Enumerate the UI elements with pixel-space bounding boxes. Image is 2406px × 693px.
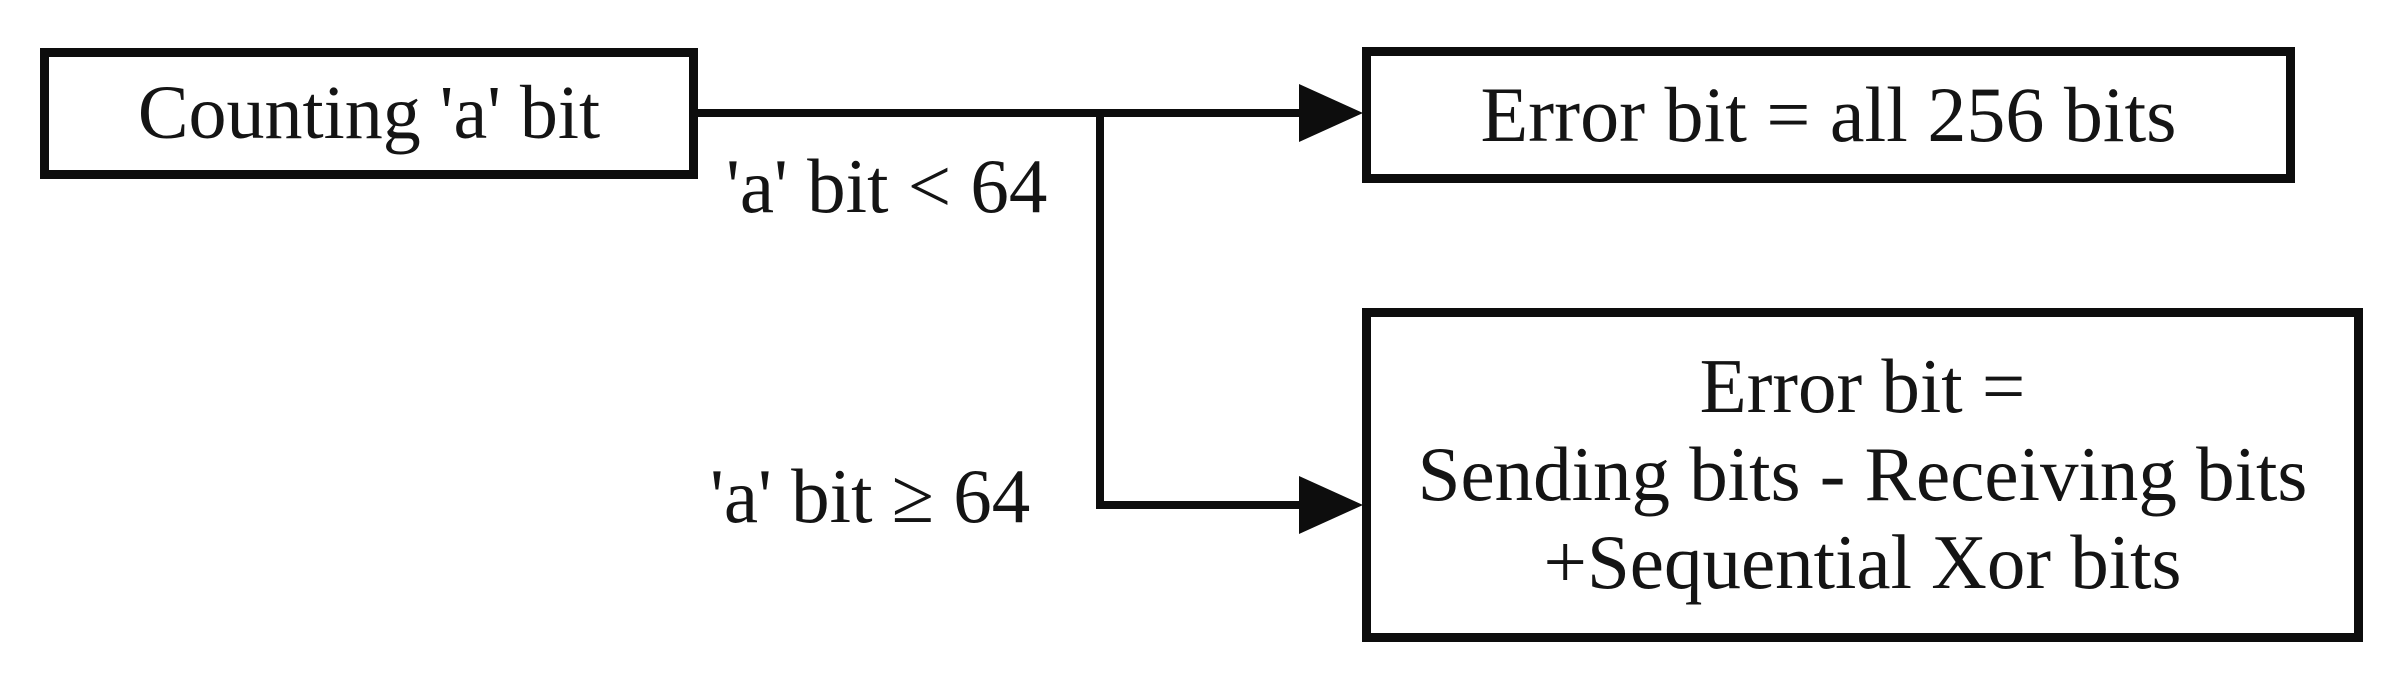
node-counting-a-bit: Counting 'a' bit [40, 48, 698, 179]
edge-label-ge-64: 'a' bit ≥ 64 [710, 453, 1031, 539]
node-error-bit-all-256: Error bit = all 256 bits [1362, 47, 2295, 183]
edge-line-lt-64 [698, 109, 1303, 117]
node-error-bit-formula-line-3: +Sequential Xor bits [1543, 518, 2182, 605]
node-error-bit-formula-line-2: Sending bits - Receiving bits [1417, 431, 2308, 518]
edge-label-lt-64: 'a' bit < 64 [726, 143, 1048, 229]
node-error-bit-formula: Error bit = Sending bits - Receiving bit… [1362, 308, 2363, 642]
node-error-bit-all-256-label: Error bit = all 256 bits [1480, 71, 2177, 158]
node-counting-a-bit-label: Counting 'a' bit [137, 71, 601, 155]
arrowhead-right-icon [1299, 84, 1363, 142]
node-error-bit-formula-line-1: Error bit = [1699, 343, 2026, 430]
arrowhead-right-icon [1299, 476, 1363, 534]
edge-branch-vertical-line [1096, 109, 1104, 509]
edge-line-ge-64 [1096, 501, 1303, 509]
